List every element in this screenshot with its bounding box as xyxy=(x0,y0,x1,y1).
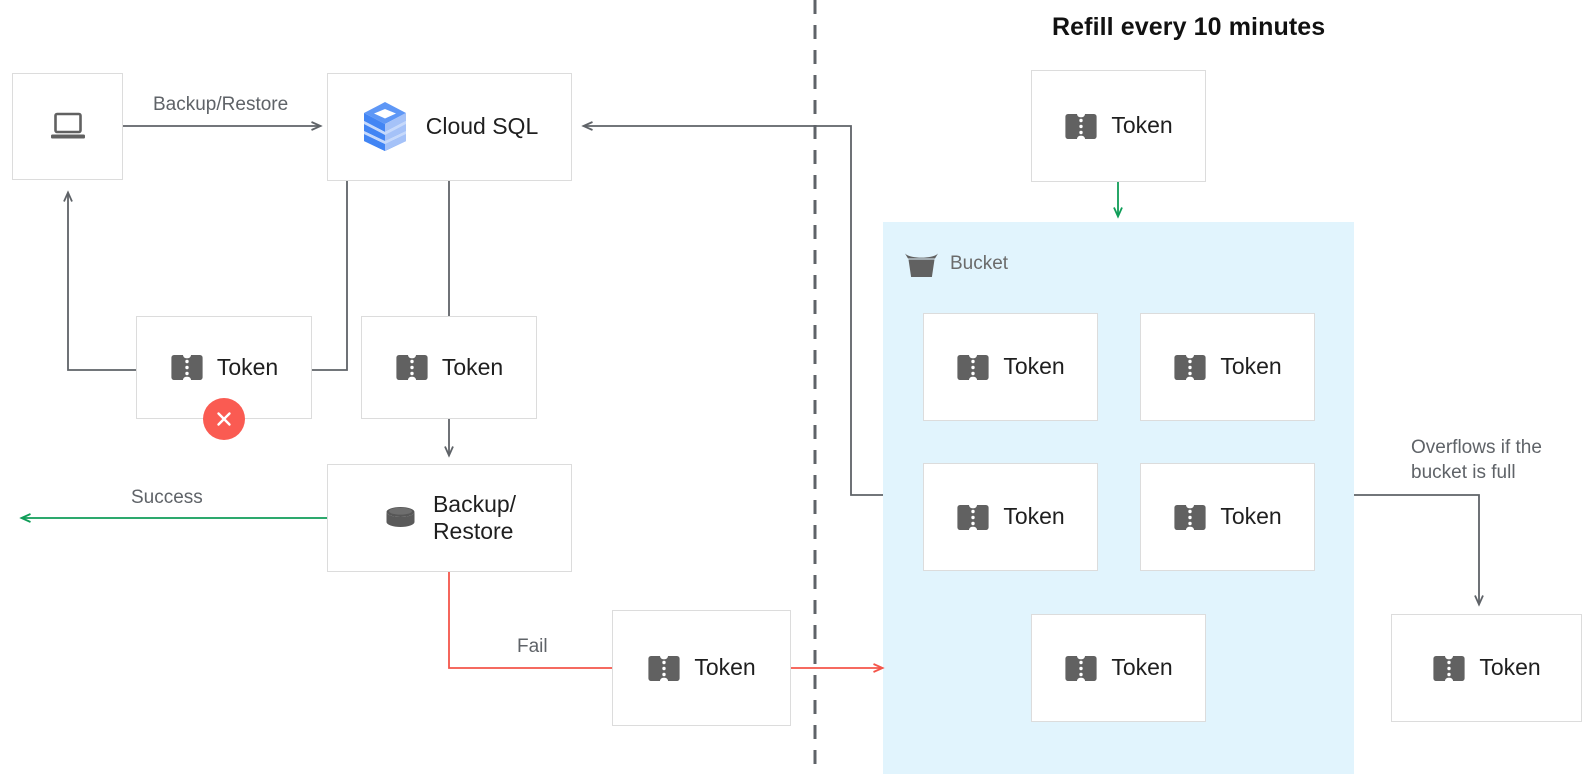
token-fail-label: Token xyxy=(694,654,756,681)
bucket-header: Bucket xyxy=(903,248,1008,279)
edge-label-overflow: Overflows if the bucket is full xyxy=(1411,437,1542,484)
edge-overflow xyxy=(1354,494,1479,604)
token-consumed-label: Token xyxy=(441,353,504,380)
bucket-token-label: Token xyxy=(1003,503,1065,530)
backup-restore-node[interactable]: Backup/ Restore xyxy=(327,464,572,572)
cloud-sql-icon xyxy=(361,100,409,155)
cloud-sql-node[interactable]: Cloud SQL xyxy=(327,73,572,181)
token-icon xyxy=(1173,503,1207,532)
bucket-token-label: Token xyxy=(1111,654,1173,681)
client-node[interactable] xyxy=(12,73,123,180)
token-failed-label: Token xyxy=(216,353,279,380)
bucket-label: Bucket xyxy=(950,252,1009,274)
backup-restore-label: Backup/ Restore xyxy=(432,490,517,544)
token-icon xyxy=(1432,654,1466,683)
bucket-token-2[interactable]: Token xyxy=(1140,313,1315,421)
token-refill-label: Token xyxy=(1111,112,1173,139)
error-x-icon xyxy=(203,398,245,440)
laptop-icon xyxy=(49,111,87,142)
bucket-token-1[interactable]: Token xyxy=(923,313,1098,421)
token-consumed-node[interactable]: Token xyxy=(361,316,537,419)
cloud-sql-label: Cloud SQL xyxy=(425,113,539,140)
token-icon xyxy=(1064,112,1098,141)
bucket-token-5[interactable]: Token xyxy=(1031,614,1206,722)
token-icon xyxy=(956,503,990,532)
token-refill-node[interactable]: Token xyxy=(1031,70,1206,182)
bucket-token-label: Token xyxy=(1220,353,1282,380)
edge-bucket-to-cloudsql xyxy=(584,126,883,496)
edge-label-success: Success xyxy=(131,487,203,508)
edge-fail-to-token xyxy=(448,572,612,669)
refill-title: Refill every 10 minutes xyxy=(1052,13,1326,41)
bucket-token-3[interactable]: Token xyxy=(923,463,1098,571)
token-icon xyxy=(956,353,990,382)
bucket-token-label: Token xyxy=(1220,503,1282,530)
token-icon xyxy=(395,353,429,382)
database-icon xyxy=(383,503,418,533)
token-overflow-label: Token xyxy=(1479,654,1541,681)
edge-label-backup-restore: Backup/Restore xyxy=(153,94,289,115)
bucket-icon xyxy=(903,248,940,279)
token-overflow-node[interactable]: Token xyxy=(1391,614,1582,722)
edge-label-fail: Fail xyxy=(517,636,548,657)
token-fail-node[interactable]: Token xyxy=(612,610,791,726)
token-icon xyxy=(1173,353,1207,382)
bucket-token-4[interactable]: Token xyxy=(1140,463,1315,571)
bucket-token-label: Token xyxy=(1003,353,1065,380)
token-icon xyxy=(1064,654,1098,683)
token-icon xyxy=(170,353,204,382)
token-icon xyxy=(647,654,681,683)
